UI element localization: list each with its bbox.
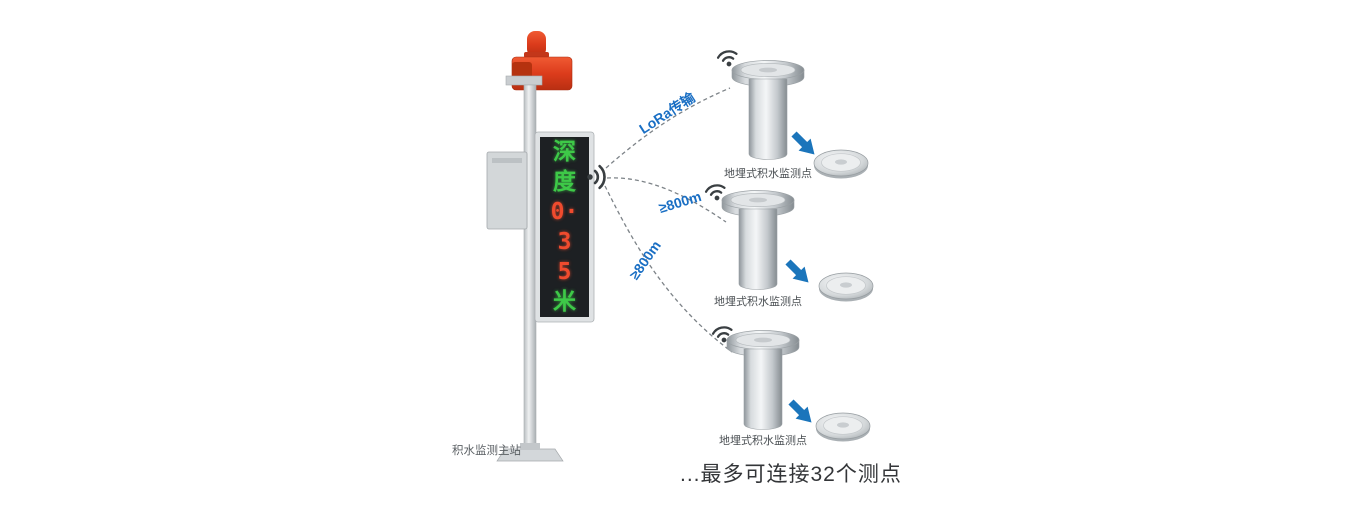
buried-sensor-3 (726, 330, 800, 430)
alarm-beacon-base (524, 52, 549, 58)
main-station-label: 积水监测主站 (452, 445, 521, 457)
buried-sensor-2 (721, 190, 795, 290)
buried-sensor-unit-1 (716, 48, 869, 179)
arrow-icon-3 (784, 395, 818, 429)
control-box-vent (492, 158, 522, 163)
base-plate (496, 448, 564, 462)
lora-link-curve-2 (606, 177, 727, 223)
main-station (486, 31, 606, 462)
sensor-label-1: 地埋式积水监测点 (724, 168, 812, 180)
sensor-label-3: 地埋式积水监测点 (719, 435, 807, 447)
buried-sensor-unit-2 (704, 182, 874, 302)
base-foot (520, 443, 540, 450)
lora-link-curve-3 (604, 185, 733, 353)
led-display-screen (540, 137, 589, 317)
alarm-beacon (527, 31, 546, 57)
sensor-label-2: 地埋式积水监测点 (714, 296, 802, 308)
arrow-icon-1 (787, 127, 821, 161)
lora-link-curve-1 (605, 87, 731, 169)
control-box (486, 151, 528, 230)
max-points-note: ...最多可连接32个测点 (680, 463, 902, 486)
mount-bracket (505, 75, 543, 86)
arrow-icon-2 (781, 255, 815, 289)
pole (523, 84, 537, 452)
lora-link-curves (604, 87, 733, 353)
buried-sensor-unit-3 (711, 324, 871, 442)
buried-sensor-1 (731, 60, 805, 160)
